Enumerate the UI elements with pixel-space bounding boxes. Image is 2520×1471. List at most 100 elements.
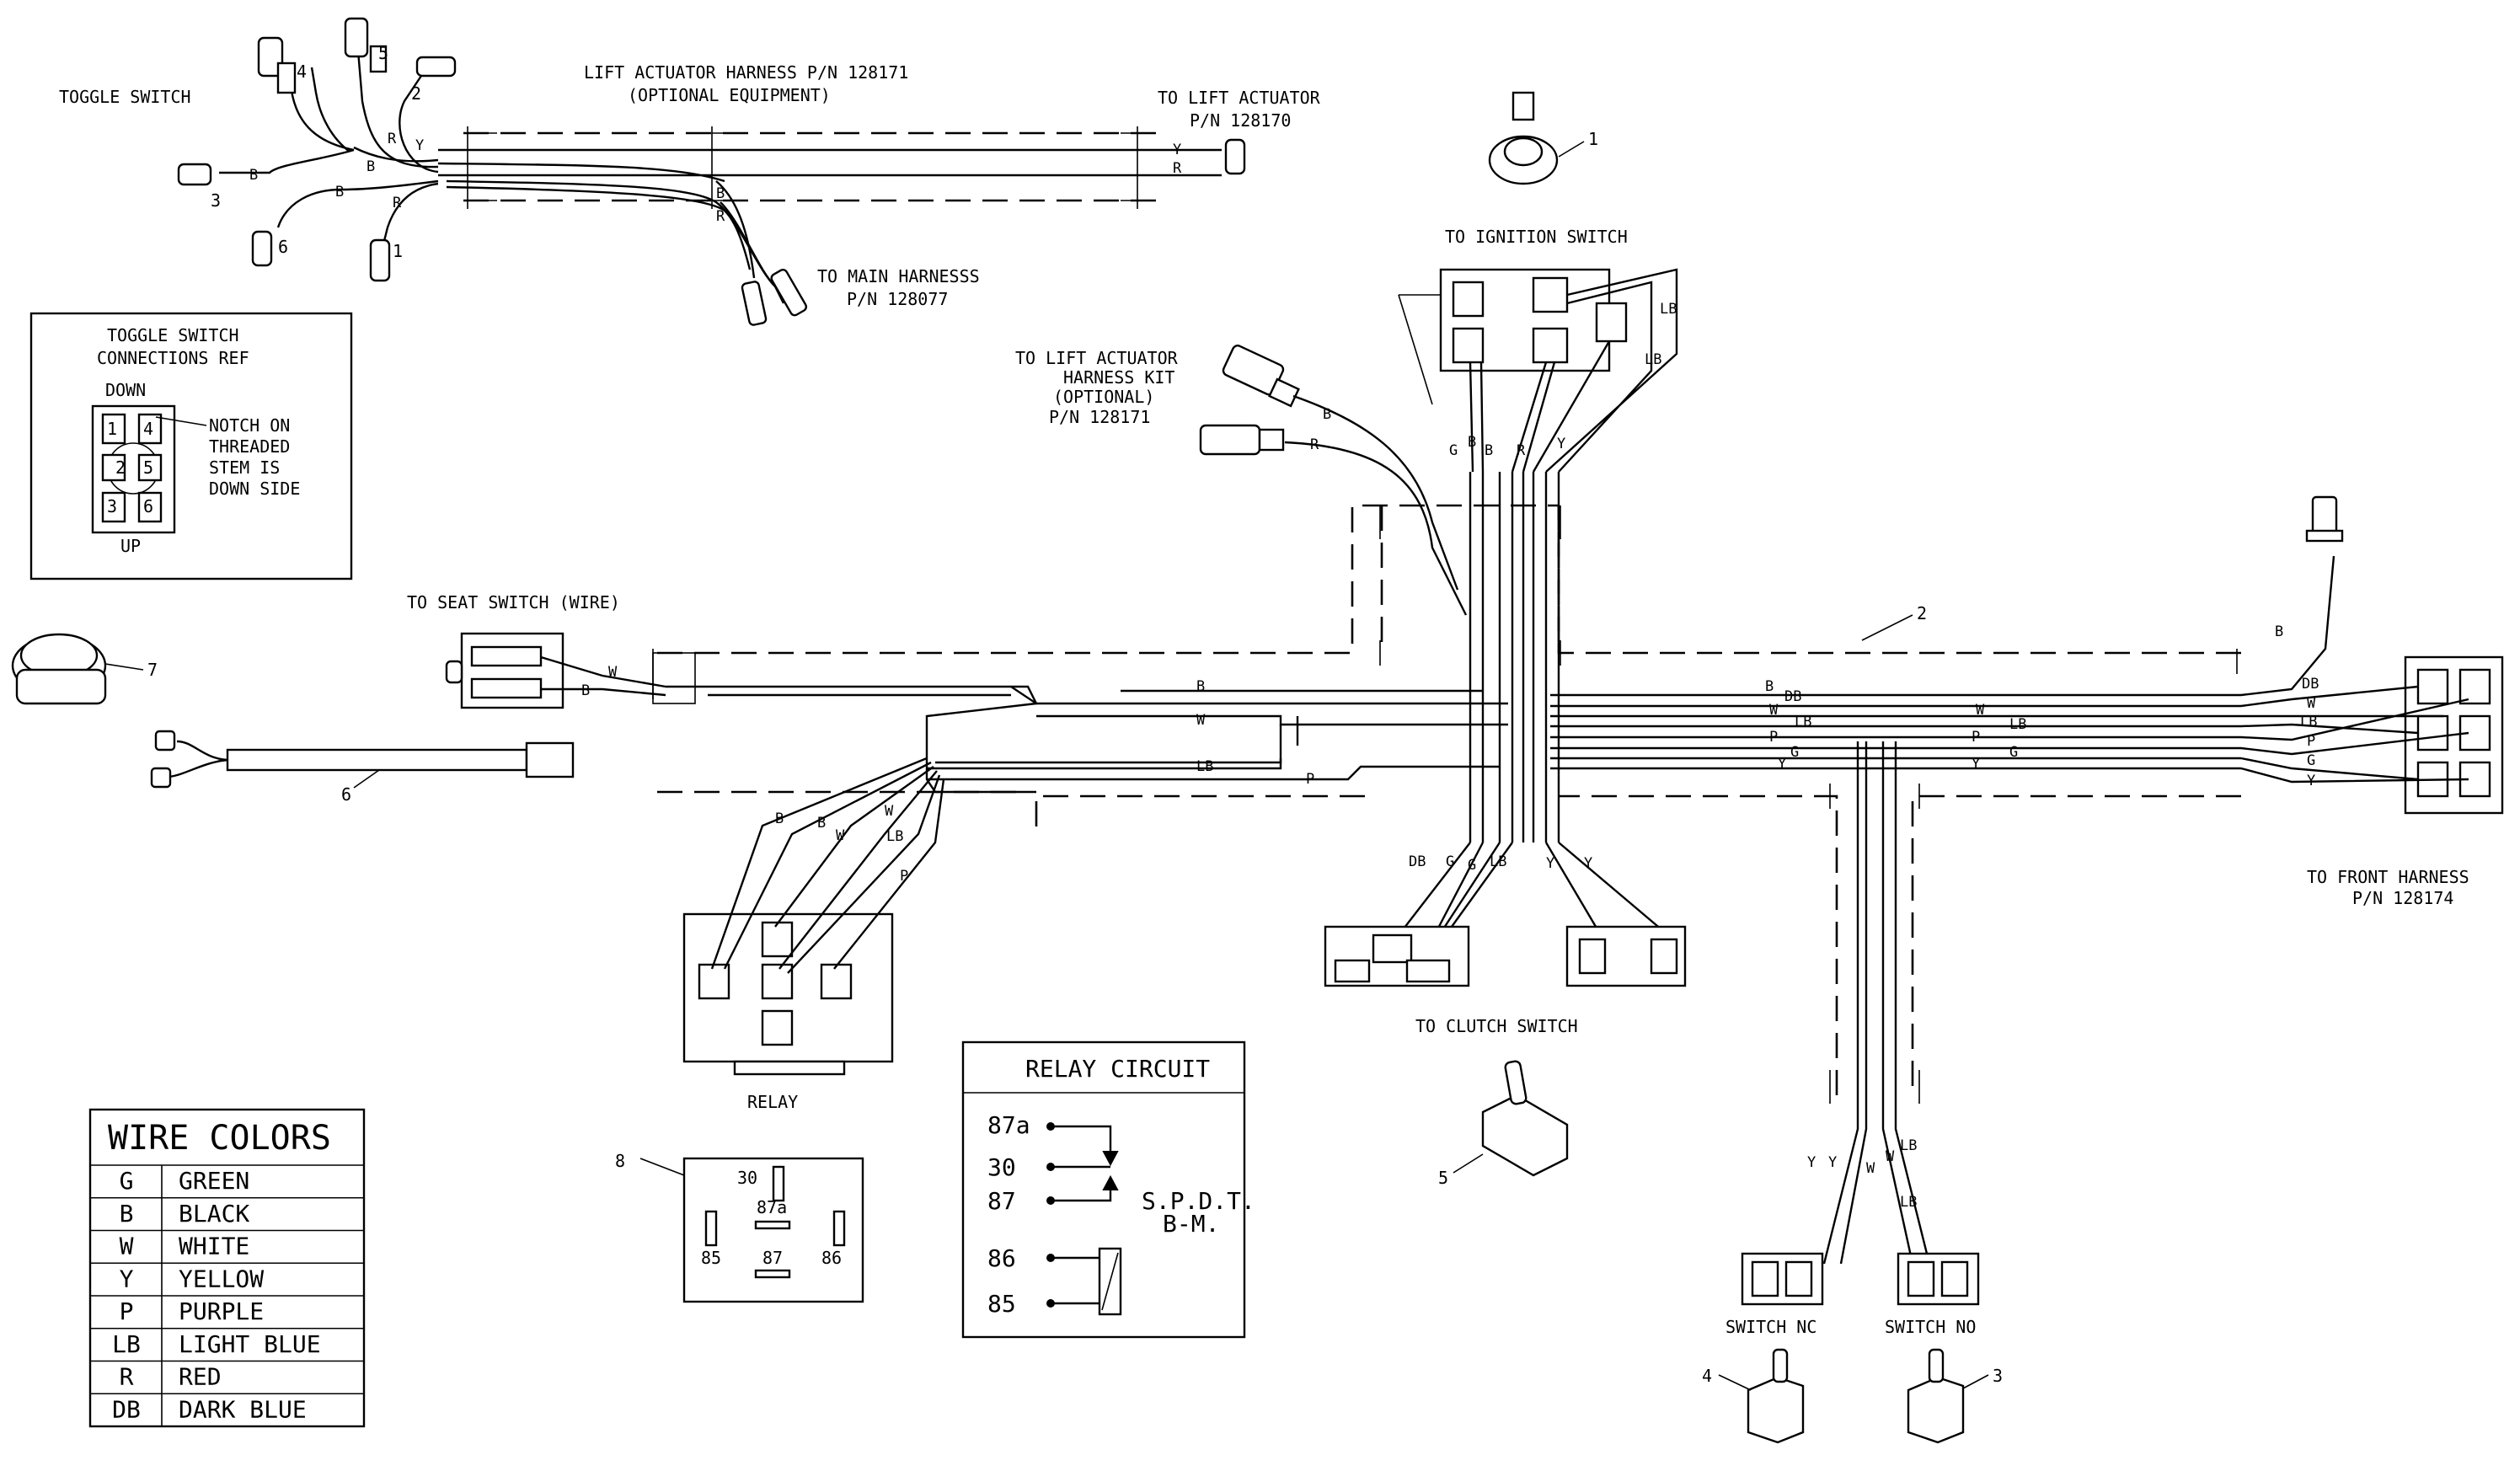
svg-text:5: 5: [143, 457, 153, 478]
svg-text:B: B: [581, 682, 590, 699]
svg-text:B-M.: B-M.: [1163, 1210, 1219, 1238]
callout-6b: 6: [341, 784, 351, 805]
svg-text:R: R: [1310, 436, 1319, 453]
relay-component: 30 87a 85 87 86 8: [615, 1151, 864, 1303]
svg-text:CONNECTIONS REF: CONNECTIONS REF: [97, 348, 249, 368]
svg-text:G: G: [1449, 442, 1458, 459]
svg-text:B: B: [249, 167, 258, 184]
svg-text:DB: DB: [1409, 853, 1426, 870]
svg-text:R: R: [388, 131, 397, 147]
lift-kit-plugs: TO LIFT ACTUATOR HARNESS KIT (OPTIONAL) …: [1015, 345, 1468, 616]
front-harness-pn: P/N 128174: [2352, 888, 2453, 908]
svg-text:87: 87: [987, 1187, 1016, 1215]
svg-text:NOTCH ON: NOTCH ON: [209, 415, 290, 436]
wire-color-name: RED: [179, 1363, 222, 1391]
svg-text:LB: LB: [1660, 301, 1677, 318]
svg-text:G: G: [1468, 857, 1476, 874]
callout-7: 7: [147, 660, 158, 680]
lift-actuator-pn: P/N 128170: [1190, 110, 1291, 131]
svg-text:(OPTIONAL): (OPTIONAL): [1053, 387, 1154, 407]
to-main-harness-label: TO MAIN HARNESSS: [817, 266, 980, 286]
wire-color-code: G: [120, 1167, 134, 1195]
svg-text:86: 86: [987, 1244, 1016, 1272]
svg-text:6: 6: [143, 496, 153, 516]
wire-color-name: WHITE: [179, 1233, 249, 1260]
callout-5: 5: [378, 43, 388, 63]
wire-color-name: YELLOW: [179, 1265, 264, 1292]
svg-text:Y: Y: [1546, 855, 1554, 872]
relay-circuit-box: RELAY CIRCUIT 87a 30 87 86 85 S.P.D.T. B…: [961, 1040, 1255, 1339]
lift-harness-label: LIFT ACTUATOR HARNESS P/N 128171: [584, 62, 908, 83]
svg-text:S.P.D.T.: S.P.D.T.: [1142, 1187, 1255, 1215]
svg-text:G: G: [1446, 853, 1454, 870]
svg-text:B: B: [1765, 678, 1774, 695]
svg-text:G: G: [2307, 752, 2315, 769]
svg-text:LB: LB: [2009, 716, 2026, 733]
svg-text:R: R: [1517, 442, 1526, 459]
svg-text:W: W: [885, 803, 894, 820]
svg-text:B: B: [335, 184, 344, 201]
svg-text:LB: LB: [1900, 1194, 1917, 1211]
svg-text:4: 4: [143, 419, 153, 439]
wire-colors-title: WIRE COLORS: [108, 1119, 331, 1158]
to-clutch-switch-label: TO CLUTCH SWITCH: [1415, 1016, 1578, 1036]
clutch-switch: 5: [1438, 1060, 1569, 1188]
svg-text:B: B: [1468, 434, 1476, 451]
svg-text:TO LIFT ACTUATOR: TO LIFT ACTUATOR: [1015, 348, 1179, 368]
svg-text:LB: LB: [1795, 714, 1811, 730]
svg-text:85: 85: [987, 1290, 1016, 1318]
svg-text:UP: UP: [120, 536, 141, 556]
toggle-switch-leads: TOGGLE SWITCH R Y B B B R 4 5 2 3 6 1: [59, 17, 457, 282]
clutch-switch-connectors: DB G G LB Y Y TO CLUTCH SWITCH: [1324, 842, 1687, 1036]
callout-4b: 4: [1702, 1366, 1712, 1386]
callout-5b: 5: [1438, 1168, 1448, 1188]
wire-label-y: Y: [1173, 142, 1181, 158]
svg-text:1: 1: [107, 419, 117, 439]
seat-switch: TO SEAT SWITCH (WIRE) W B: [407, 592, 1040, 793]
svg-text:Y: Y: [2307, 773, 2315, 789]
optional-equipment-label: (OPTIONAL EQUIPMENT): [628, 85, 831, 105]
switch-no-label: SWITCH NO: [1885, 1317, 1976, 1337]
wire-color-code: DB: [112, 1395, 141, 1423]
svg-text:Y: Y: [1778, 756, 1786, 773]
to-lift-actuator-label: TO LIFT ACTUATOR: [1158, 88, 1321, 108]
svg-text:30: 30: [987, 1153, 1016, 1181]
svg-text:B: B: [1323, 406, 1331, 423]
main-harness-pn: P/N 128077: [847, 289, 948, 309]
to-seat-switch-label: TO SEAT SWITCH (WIRE): [407, 592, 620, 612]
svg-text:B: B: [1196, 678, 1205, 695]
svg-text:86: 86: [821, 1248, 842, 1268]
svg-text:P: P: [1972, 729, 1980, 746]
limit-switches: 4 3: [1702, 1348, 2003, 1444]
wire-color-code: P: [120, 1297, 134, 1325]
svg-text:B: B: [817, 815, 826, 832]
svg-text:LB: LB: [1900, 1137, 1917, 1154]
wire-color-name: DARK BLUE: [179, 1395, 307, 1423]
buzzer: 7: [11, 633, 158, 705]
svg-text:P: P: [900, 868, 908, 885]
svg-text:B: B: [366, 158, 375, 175]
svg-text:G: G: [2009, 744, 2018, 761]
relay-connector: B B W W LB P RELAY: [682, 757, 945, 1112]
ignition-switch: 1: [1488, 91, 1598, 185]
callout-ign-1: 1: [1588, 129, 1598, 149]
svg-text:THREADED: THREADED: [209, 436, 290, 457]
toggle-switch-label: TOGGLE SWITCH: [59, 87, 191, 107]
wire-color-code: LB: [112, 1330, 141, 1358]
svg-text:Y: Y: [1584, 855, 1592, 872]
switch-nc-no: Y Y W W LB LB SWITCH NC SWITCH NO: [1725, 1137, 1980, 1337]
svg-text:LB: LB: [886, 828, 903, 845]
svg-text:W: W: [1196, 712, 1206, 729]
svg-text:TOGGLE SWITCH: TOGGLE SWITCH: [107, 325, 239, 345]
callout-4: 4: [297, 62, 307, 82]
svg-text:DB: DB: [2302, 676, 2319, 693]
svg-text:W: W: [1769, 702, 1779, 719]
svg-text:87a: 87a: [757, 1197, 787, 1217]
svg-text:DOWN: DOWN: [105, 380, 146, 400]
main-harness-plugs: B R TO MAIN HARNESSS P/N 128077: [715, 180, 980, 326]
svg-text:B: B: [2275, 623, 2283, 640]
wire-color-name: GREEN: [179, 1167, 249, 1195]
svg-text:P/N 128171: P/N 128171: [1049, 407, 1150, 427]
svg-text:Y: Y: [1828, 1154, 1837, 1171]
